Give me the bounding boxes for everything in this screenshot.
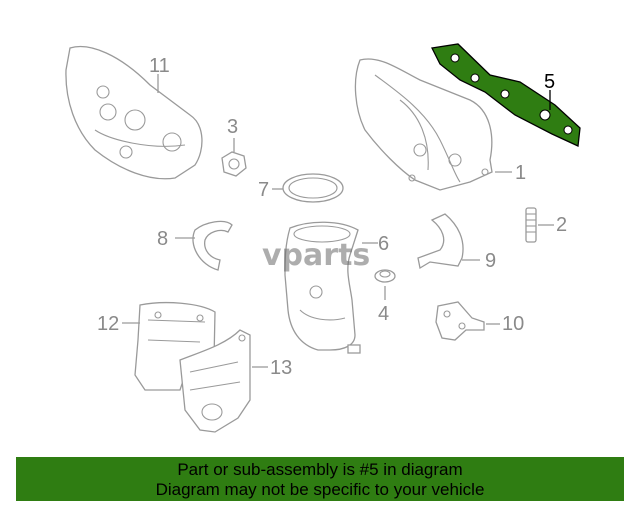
callout-4[interactable]: 4 [378,303,389,325]
part-9-bracket[interactable] [417,213,464,270]
banner-line-1: Part or sub-assembly is #5 in diagram [177,460,463,479]
info-banner: Part or sub-assembly is #5 in diagram Di… [16,457,624,501]
callout-3[interactable]: 3 [227,116,238,138]
callout-9[interactable]: 9 [485,250,496,272]
part-2-stud[interactable] [525,207,537,243]
callout-1[interactable]: 1 [515,162,526,184]
part-12-heat-shield[interactable] [134,301,216,391]
part-5-highlighted-part[interactable] [431,43,581,147]
parts-diagram: 11 3 7 1 5 2 [65,43,581,433]
callout-6[interactable]: 6 [378,233,389,255]
callout-7[interactable]: 7 [258,179,269,201]
part-7-gasket[interactable] [282,173,344,203]
banner-line-2: Diagram may not be specific to your vehi… [155,480,485,499]
part-1-exhaust-manifold[interactable] [354,58,493,191]
callout-11[interactable]: 11 [149,55,170,77]
callout-8[interactable]: 8 [157,228,168,250]
callout-12[interactable]: 12 [97,313,119,335]
part-11-heat-shield[interactable] [65,46,203,180]
part-8-clamp[interactable] [192,220,233,271]
callout-13[interactable]: 13 [270,357,292,379]
callout-2[interactable]: 2 [556,214,567,236]
part-6-catalytic-converter[interactable] [284,221,361,354]
callout-10[interactable]: 10 [502,313,524,335]
callout-5[interactable]: 5 [544,71,555,93]
part-10-bracket[interactable] [435,301,485,341]
part-13-heat-shield[interactable] [179,329,251,433]
part-4-grommet[interactable] [374,269,396,283]
part-3-nut[interactable] [221,151,247,177]
watermark-logo: vparts [262,238,370,273]
